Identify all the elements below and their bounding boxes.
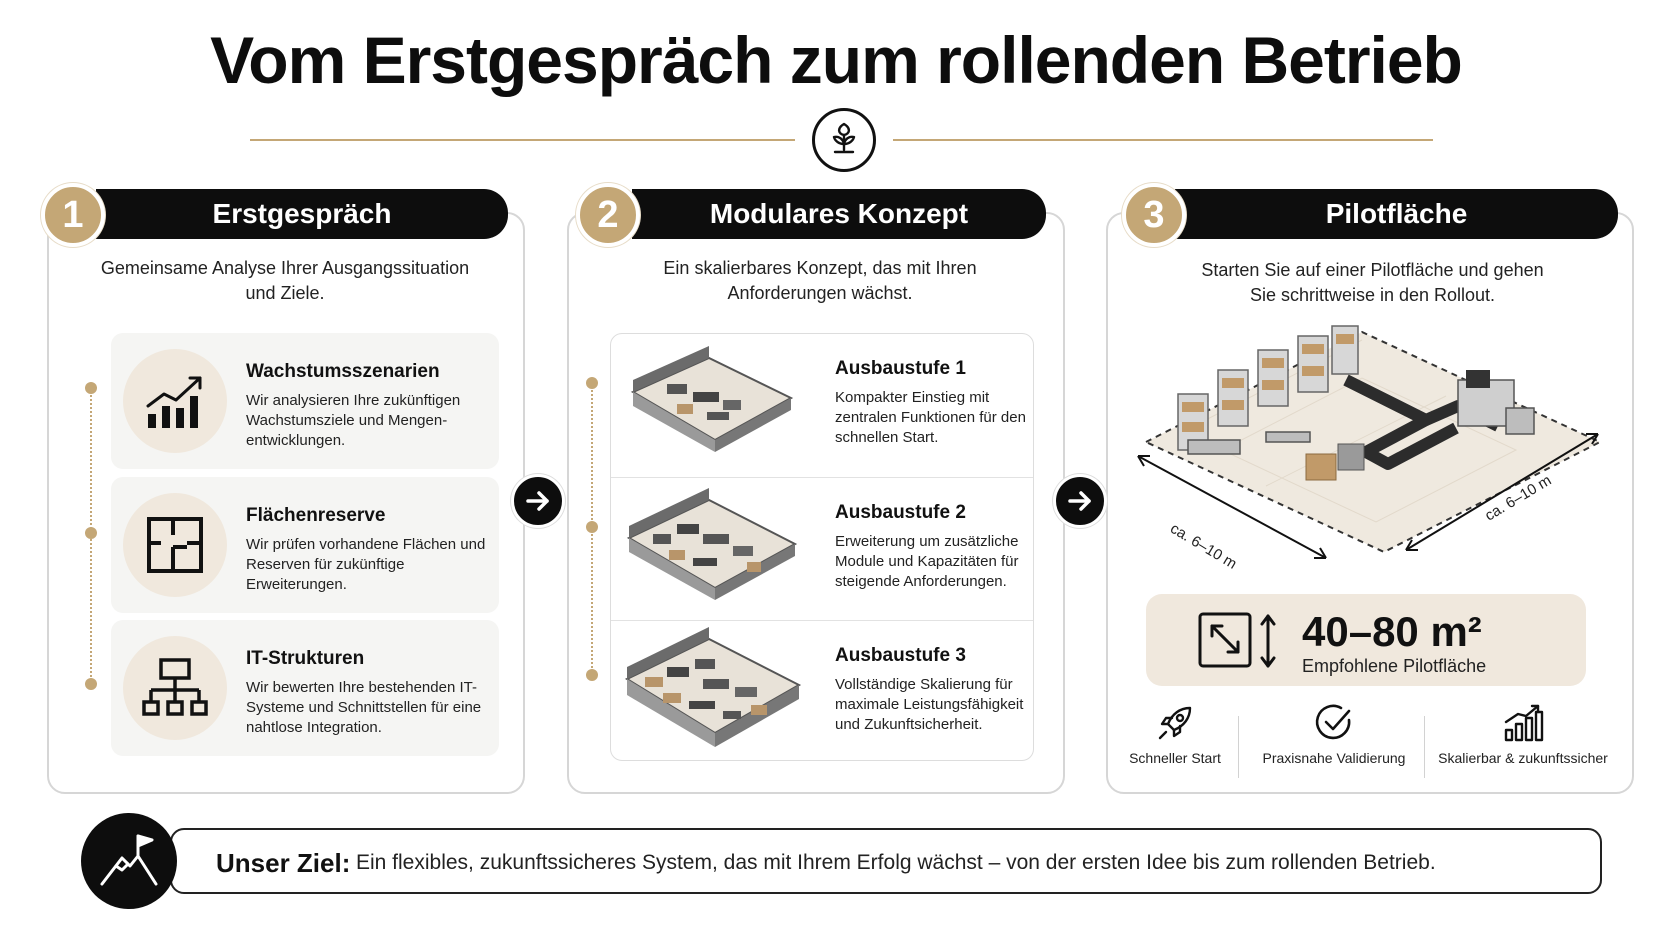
step-title: Modulares Konzept	[632, 189, 1046, 239]
scalable-chart-icon	[1504, 704, 1544, 742]
feature-label: Schneller Start	[1129, 750, 1221, 766]
pilot-area-box: 40–80 m² Empfohlene Pilotfläche	[1146, 594, 1586, 686]
warehouse-isometric-icon	[630, 346, 794, 452]
feature-item: Praxisnahe Validierung	[1252, 702, 1416, 782]
warehouse-isometric-icon	[626, 488, 798, 600]
stage-row: Ausbaustufe 2 Erweiterung um zusätzliche…	[611, 477, 1033, 620]
step-number-badge: 3	[1122, 183, 1186, 247]
item-text: Wir prüfen vorhandene Flächen und Reserv…	[246, 536, 486, 593]
pilot-area-isometric-illustration	[1137, 325, 1603, 559]
item-title: IT-Strukturen	[246, 648, 365, 669]
feature-label: Skalierbar & zukunftssicher	[1438, 750, 1608, 766]
list-item: Wachstumsszenarien Wir analysieren Ihre …	[111, 333, 499, 469]
stage-text: Erweiterung um zusätzliche Module und Ka…	[835, 533, 1019, 590]
step-number-badge: 1	[41, 183, 105, 247]
feature-label: Praxisnahe Validierung	[1262, 750, 1406, 766]
step-lead: Gemeinsame Analyse Ihrer Ausgangssituati…	[100, 258, 470, 303]
step-lead: Starten Sie auf einer Pilotfläche und ge…	[1201, 260, 1544, 305]
timeline-dot	[85, 382, 97, 394]
floor-plan-icon	[123, 493, 227, 597]
plant-emblem-icon	[812, 108, 876, 172]
list-item: IT-Strukturen Wir bewerten Ihre bestehen…	[111, 620, 499, 756]
item-title: Wachstumsszenarien	[246, 361, 440, 382]
warehouse-isometric-icon	[624, 627, 802, 747]
check-circle-icon	[1315, 704, 1351, 740]
goal-label: Unser Ziel:	[216, 848, 351, 878]
stage-row: Ausbaustufe 3 Vollständige Skalierung fü…	[611, 620, 1033, 763]
step-lead: Ein skalierbares Konzept, das mit Ihren …	[663, 258, 977, 303]
stage-title: Ausbaustufe 1	[835, 358, 966, 379]
stage-text: Kompakter Einstieg mit zentralen Funktio…	[835, 389, 1026, 446]
stage-title: Ausbaustufe 3	[835, 645, 966, 666]
feature-divider	[1238, 716, 1239, 778]
growth-chart-icon	[123, 349, 227, 453]
arrow-right-icon	[1053, 474, 1107, 528]
timeline-dot	[85, 527, 97, 539]
goal-text: Ein flexibles, zukunftssicheres System, …	[356, 851, 1436, 874]
item-title: Flächenreserve	[246, 505, 386, 526]
pilot-area-value: 40–80 m²	[1302, 608, 1482, 655]
area-size-icon	[1198, 612, 1276, 668]
arrow-right-icon	[511, 474, 565, 528]
expansion-stages-panel: Ausbaustufe 1 Kompakter Einstieg mit zen…	[610, 333, 1034, 761]
list-item: Flächenreserve Wir prüfen vorhandene Flä…	[111, 477, 499, 613]
item-text: Wir bewerten Ihre bestehenden IT-Systeme…	[246, 679, 482, 736]
item-text: Wir analysieren Ihre zukünftigen Wachstu…	[246, 392, 461, 449]
stage-title: Ausbaustufe 2	[835, 502, 966, 523]
stage-text: Vollständige Skalierung für maximale Lei…	[835, 676, 1024, 733]
network-structure-icon	[123, 636, 227, 740]
rocket-icon	[1158, 706, 1192, 740]
step-title: Pilotfläche	[1175, 189, 1618, 239]
timeline-dot	[586, 377, 598, 389]
step-number-badge: 2	[576, 183, 640, 247]
page-title: Vom Erstgespräch zum rollenden Betrieb	[210, 23, 1463, 97]
title-divider-left	[250, 139, 795, 141]
timeline-dot	[586, 521, 598, 533]
pilot-area-caption: Empfohlene Pilotfläche	[1302, 656, 1487, 676]
goal-banner: Unser Ziel: Ein flexibles, zukunftssiche…	[170, 828, 1602, 894]
stage-row: Ausbaustufe 1 Kompakter Einstieg mit zen…	[611, 334, 1033, 477]
mountain-flag-icon	[81, 813, 177, 909]
timeline-dot	[586, 669, 598, 681]
step-title: Erstgespräch	[96, 189, 508, 239]
feature-divider	[1424, 716, 1425, 778]
feature-item: Skalierbar & zukunftssicher	[1434, 702, 1612, 782]
timeline-dot	[85, 678, 97, 690]
title-divider-right	[893, 139, 1433, 141]
feature-item: Schneller Start	[1120, 702, 1230, 782]
